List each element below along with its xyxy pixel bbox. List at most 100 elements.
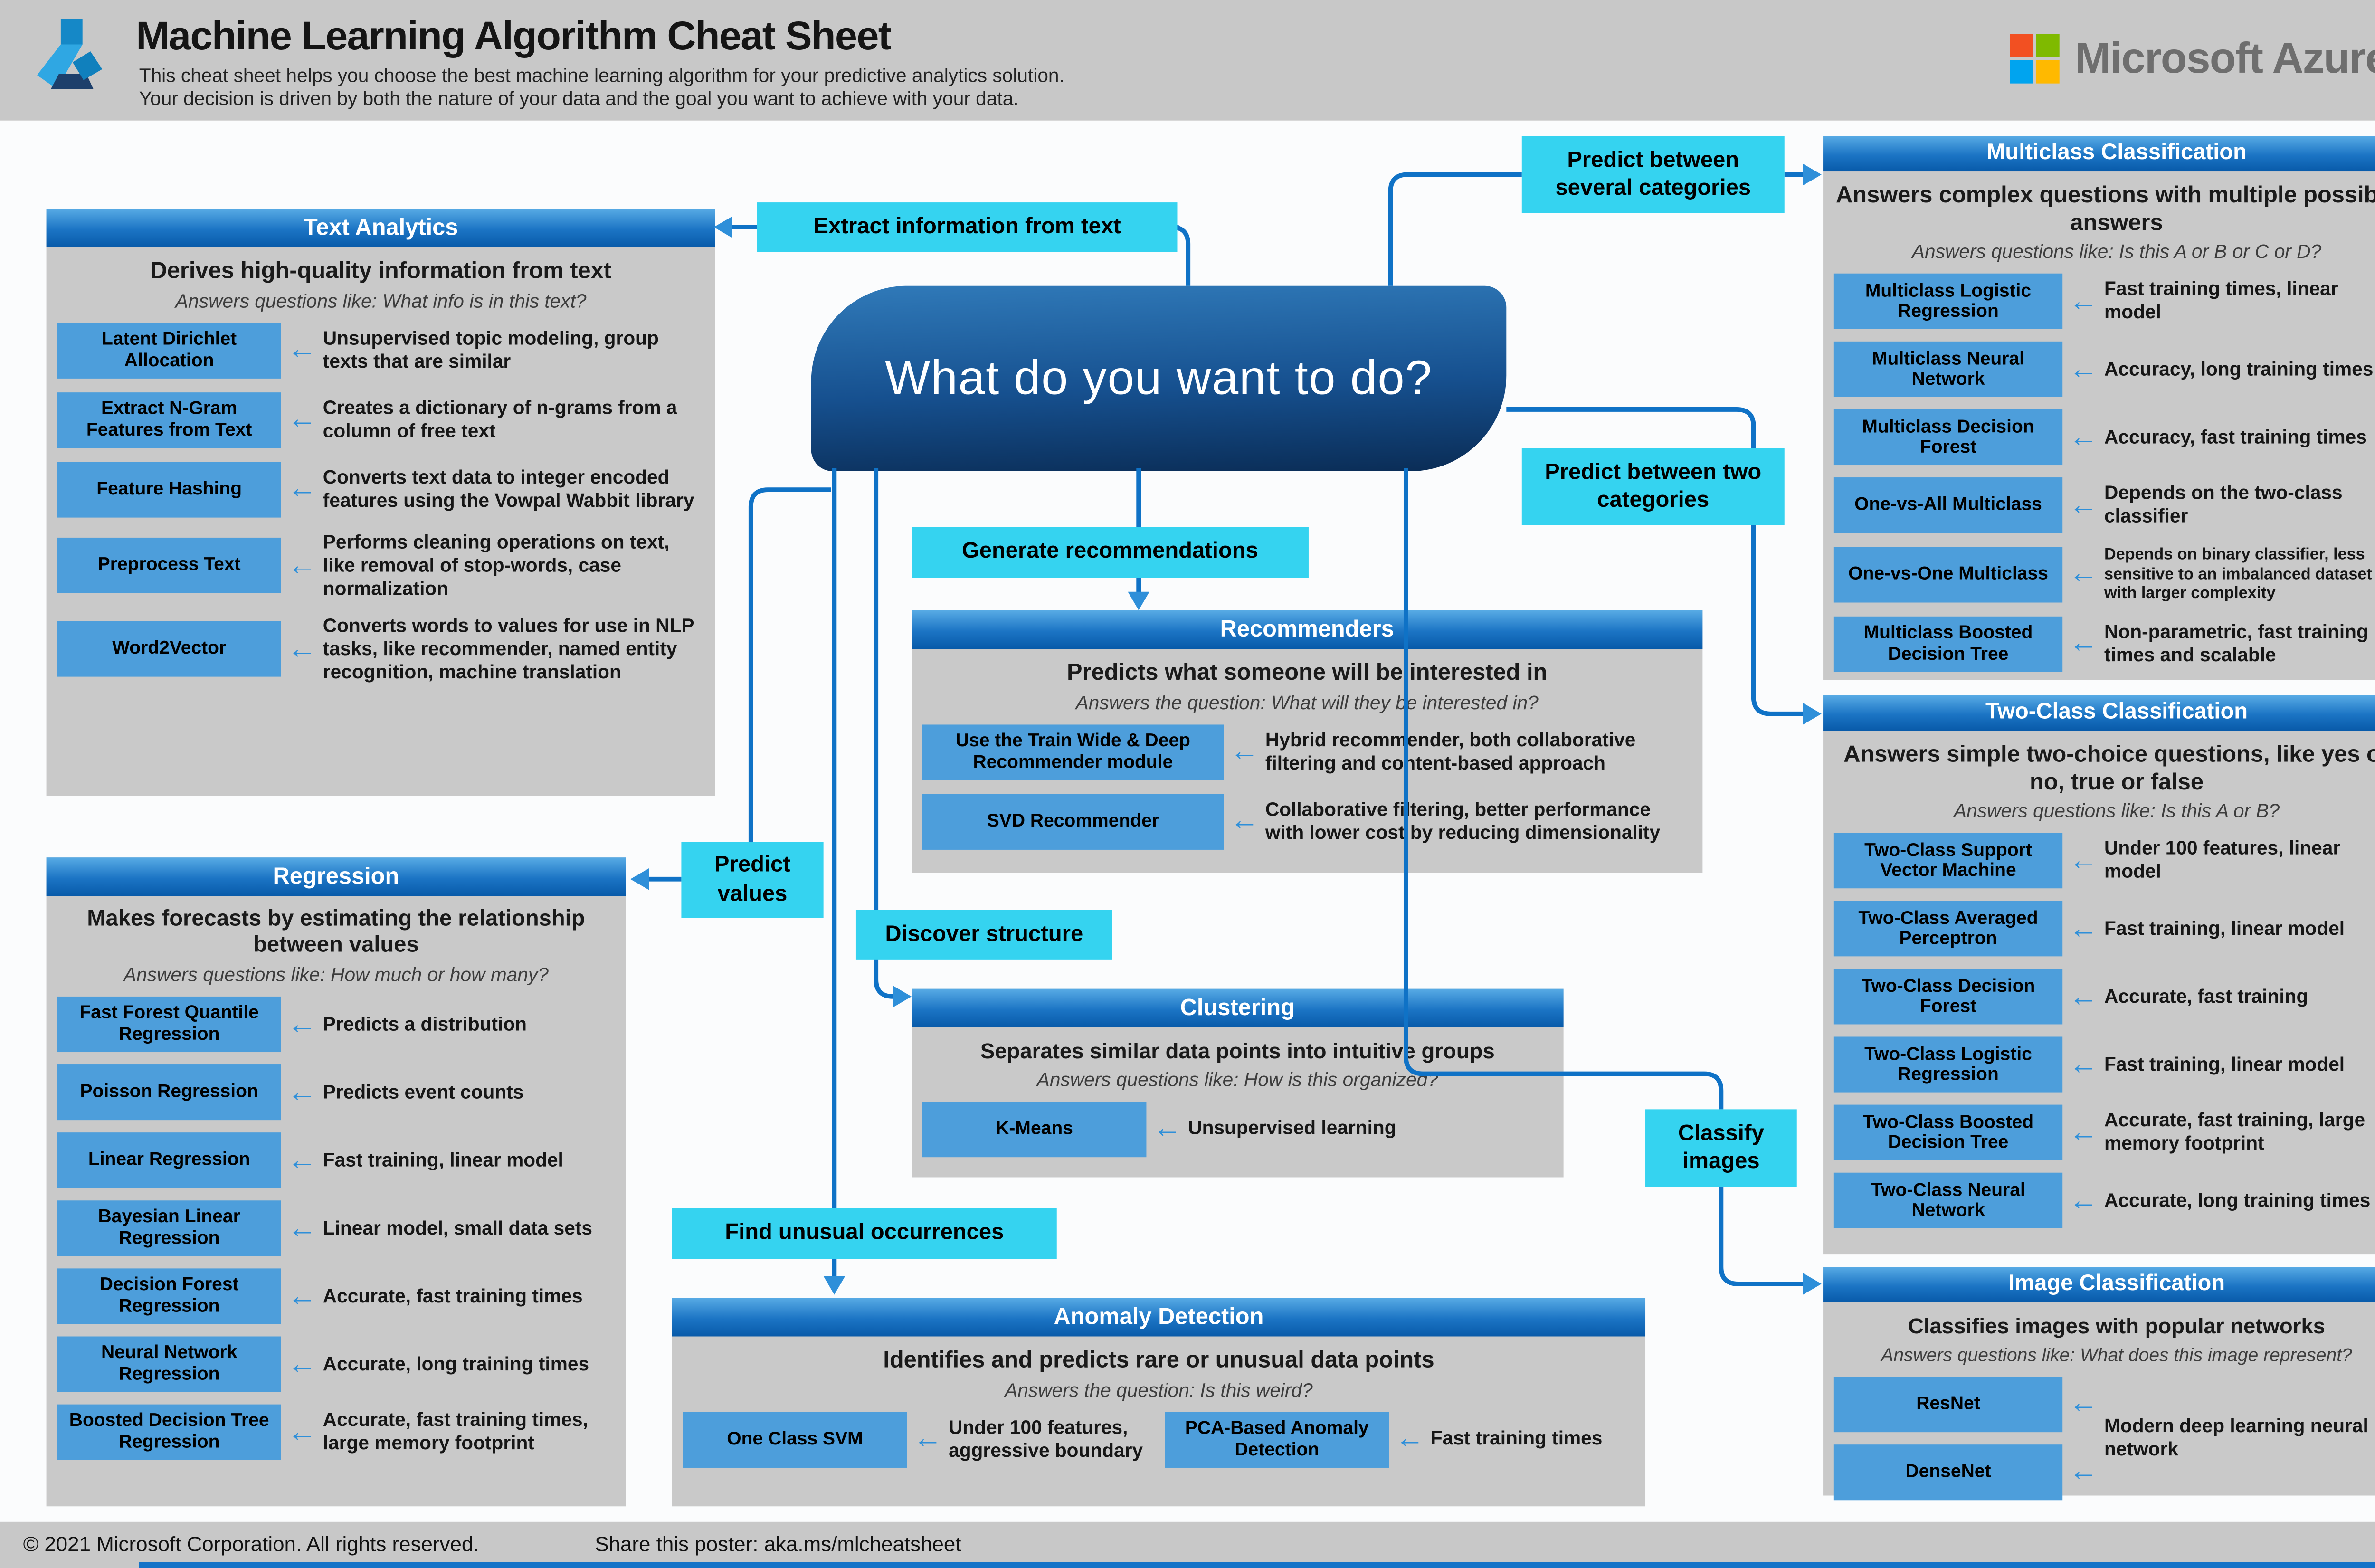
panel-multiclass-classification: Multiclass Classification Answers comple… [1823,136,2375,680]
algorithm-chip-resnet[interactable]: ResNet [1834,1376,2063,1432]
decision-predict-values[interactable]: Predict values [681,842,824,918]
algorithm-chip-linear-regression[interactable]: Linear Regression [57,1132,281,1188]
algorithm-chip-two-class-support-vector-machine[interactable]: Two-Class Support Vector Machine [1834,833,2063,889]
algorithm-row: Neural Network Regression ← Accurate, lo… [57,1337,615,1393]
algorithm-note: Modern deep learning neural network [2104,1414,2368,1460]
left-arrow-icon: ← [2069,845,2099,878]
algorithm-note: Under 100 features, aggressive boundary [949,1416,1143,1461]
decision-generate-recommendations[interactable]: Generate recommendations [912,527,1309,578]
algorithm-chip-latent-dirichlet-allocation[interactable]: Latent Dirichlet Allocation [57,322,281,378]
left-arrow-icon: ← [287,1076,317,1109]
algorithm-chip-decision-forest-regression[interactable]: Decision Forest Regression [57,1269,281,1325]
algorithm-note: Non-parametric, fast training times and … [2104,620,2368,665]
footer-band: © 2021 Microsoft Corporation. All rights… [0,1521,2375,1568]
algorithm-chip-one-class-svm[interactable]: One Class SVM [683,1411,907,1467]
panel-title: Image Classification [1823,1267,2375,1302]
algorithm-row: Preprocess Text ← Performs cleaning oper… [57,531,704,600]
algorithm-chip-multiclass-decision-forest[interactable]: Multiclass Decision Forest [1834,410,2063,466]
header-band: Machine Learning Algorithm Cheat Sheet T… [0,0,2375,121]
algorithm-note: Accurate, long training times [2104,1189,2371,1211]
left-arrow-icon: ← [1395,1423,1425,1456]
algorithm-chip-bayesian-linear-regression[interactable]: Bayesian Linear Regression [57,1200,281,1257]
share-link[interactable]: Share this poster: aka.ms/mlcheatsheet [595,1532,961,1556]
left-arrow-icon: ← [2069,353,2099,386]
algorithm-chip-boosted-decision-tree-regression[interactable]: Boosted Decision Tree Regression [57,1405,281,1461]
panel-question: Answers the question: What will they be … [1075,692,1539,713]
algorithm-chip-svd-recommender[interactable]: SVD Recommender [922,793,1224,849]
algorithm-chip-one-vs-one-multiclass[interactable]: One-vs-One Multiclass [1834,547,2063,603]
decision-predict-between-several-categories[interactable]: Predict between several categories [1521,136,1785,213]
arrow-into-two-class [1803,703,1822,725]
algorithm-note: Accurate, long training times [323,1353,589,1375]
microsoft-azure-logo: Microsoft Azure [2010,34,2375,84]
left-arrow-icon: ← [1230,735,1259,769]
arrow-into-anomaly-detection [823,1276,846,1295]
panel-question: Answers questions like: What info is in … [175,290,587,312]
algorithm-note: Accuracy, long training times [2104,358,2374,380]
left-arrow-icon: ← [287,473,317,506]
algorithm-note: Converts text data to integer encoded fe… [323,466,694,511]
algorithm-row: One Class SVM ← Under 100 features, aggr… [683,1411,1635,1467]
left-arrow-icon: ← [287,549,317,582]
algorithm-chip-feature-hashing[interactable]: Feature Hashing [57,461,281,517]
algorithm-row: Linear Regression ← Fast training, linea… [57,1132,615,1188]
algorithm-chip-train-wide-deep-recommender[interactable]: Use the Train Wide & Deep Recommender mo… [922,724,1224,780]
algorithm-row: SVD Recommender ← Collaborative filterin… [922,793,1692,849]
page-title: Machine Learning Algorithm Cheat Sheet [136,12,892,59]
algorithm-row: Two-Class Support Vector Machine ← Under… [1834,833,2375,889]
algorithm-chip-extract-ngram-features[interactable]: Extract N-Gram Features from Text [57,392,281,448]
panel-question: Answers the question: Is this weird? [1005,1379,1313,1401]
left-arrow-icon: ← [2069,1117,2099,1150]
algorithm-chip-one-vs-all-multiclass[interactable]: One-vs-All Multiclass [1834,478,2063,534]
algorithm-chip-fast-forest-quantile-regression[interactable]: Fast Forest Quantile Regression [57,997,281,1053]
algorithm-note: Fast training times [1430,1428,1603,1450]
algorithm-note: Fast training, linear model [2104,1053,2345,1075]
algorithm-row: Multiclass Logistic Regression ← Fast tr… [1834,274,2375,330]
algorithm-chip-multiclass-boosted-decision-tree[interactable]: Multiclass Boosted Decision Tree [1834,616,2063,672]
algorithm-chip-two-class-logistic-regression[interactable]: Two-Class Logistic Regression [1834,1037,2063,1093]
algorithm-row: Multiclass Boosted Decision Tree ← Non-p… [1834,616,2375,672]
algorithm-chip-k-means[interactable]: K-Means [922,1101,1147,1157]
microsoft-logo-icon [2010,34,2060,84]
algorithm-note: Depends on binary classifier, less sensi… [2104,546,2372,603]
algorithm-chip-word2vector[interactable]: Word2Vector [57,621,281,677]
panel-question: Answers questions like: How is this orga… [1036,1068,1438,1090]
algorithm-note: Hybrid recommender, both collaborative f… [1265,729,1636,774]
panel-title: Two-Class Classification [1823,695,2375,731]
panel-title: Text Analytics [46,209,715,247]
arrow-into-image-classification [1803,1273,1822,1295]
algorithm-note: Fast training, linear model [323,1149,563,1171]
algorithm-chip-two-class-averaged-perceptron[interactable]: Two-Class Averaged Perceptron [1834,901,2063,957]
algorithm-chip-preprocess-text[interactable]: Preprocess Text [57,538,281,594]
algorithm-row: Use the Train Wide & Deep Recommender mo… [922,724,1692,780]
algorithm-chip-two-class-decision-forest[interactable]: Two-Class Decision Forest [1834,969,2063,1025]
decision-predict-between-two-categories[interactable]: Predict between two categories [1521,448,1785,525]
algorithm-row: Two-Class Neural Network ← Accurate, lon… [1834,1173,2375,1229]
algorithm-chip-densenet[interactable]: DenseNet [1834,1444,2063,1500]
panel-question: Answers questions like: How much or how … [124,964,549,986]
algorithm-chip-poisson-regression[interactable]: Poisson Regression [57,1064,281,1121]
algorithm-chip-pca-based-anomaly-detection[interactable]: PCA-Based Anomaly Detection [1165,1411,1389,1467]
algorithm-row: Two-Class Logistic Regression ← Fast tra… [1834,1037,2375,1093]
panel-regression: Regression Makes forecasts by estimating… [46,857,626,1507]
left-arrow-icon: ← [2069,421,2099,454]
algorithm-chip-multiclass-neural-network[interactable]: Multiclass Neural Network [1834,342,2063,398]
algorithm-chip-multiclass-logistic-regression[interactable]: Multiclass Logistic Regression [1834,274,2063,330]
algorithm-chip-two-class-neural-network[interactable]: Two-Class Neural Network [1834,1173,2063,1229]
algorithm-chip-neural-network-regression[interactable]: Neural Network Regression [57,1337,281,1393]
algorithm-row: K-Means ← Unsupervised learning [922,1101,1553,1157]
algorithm-chip-two-class-boosted-decision-tree[interactable]: Two-Class Boosted Decision Tree [1834,1105,2063,1161]
decision-extract-information-from-text[interactable]: Extract information from text [757,202,1178,252]
left-arrow-icon: ← [287,1008,317,1041]
panel-description: Answers simple two-choice questions, lik… [1843,741,2375,796]
panel-title: Recommenders [912,610,1703,649]
decision-classify-images[interactable]: Classify images [1645,1109,1797,1187]
left-arrow-icon: ← [2069,558,2099,591]
algorithm-row: Two-Class Decision Forest ← Accurate, fa… [1834,969,2375,1025]
decision-discover-structure[interactable]: Discover structure [855,910,1112,960]
decision-find-unusual-occurrences[interactable]: Find unusual occurrences [672,1208,1057,1259]
page-subtitle-line1: This cheat sheet helps you choose the be… [139,65,1064,87]
panel-description: Separates similar data points into intui… [980,1038,1495,1063]
algorithm-note: Accurate, fast training times, large mem… [323,1409,588,1454]
